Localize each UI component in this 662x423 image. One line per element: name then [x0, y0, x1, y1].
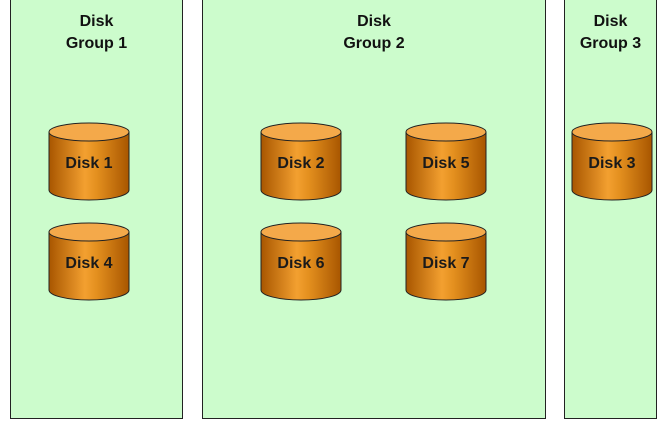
group-title: Disk Group 3 — [565, 11, 656, 55]
disk-cylinder-icon: Disk 7 — [405, 222, 487, 302]
disk-label: Disk 1 — [65, 155, 113, 172]
disk-cylinder-icon: Disk 1 — [48, 122, 130, 202]
group-title-line2: Group 1 — [65, 35, 128, 52]
disk-group-2: Disk Group 2 — [202, 0, 546, 419]
disk-label: Disk 5 — [422, 155, 470, 172]
disk-cylinder-icon: Disk 5 — [405, 122, 487, 202]
disk-label: Disk 6 — [277, 255, 325, 272]
disk-label: Disk 4 — [65, 255, 113, 272]
disk-cylinder-icon: Disk 2 — [260, 122, 342, 202]
group-title-line2: Group 2 — [343, 35, 405, 52]
disk-label: Disk 3 — [588, 155, 636, 172]
disk-label: Disk 7 — [422, 255, 470, 272]
group-title-line1: Disk — [79, 13, 114, 30]
group-title: Disk Group 1 — [11, 11, 182, 55]
disk-group-3: Disk Group 3 — [564, 0, 657, 419]
group-title-line1: Disk — [357, 13, 391, 30]
disk-cylinder-icon: Disk 6 — [260, 222, 342, 302]
disk-group-1: Disk Group 1 — [10, 0, 183, 419]
disk-label: Disk 2 — [277, 155, 325, 172]
group-title-line2: Group 3 — [579, 35, 642, 52]
disk-cylinder-icon: Disk 3 — [571, 122, 653, 202]
group-title-line1: Disk — [593, 13, 628, 30]
disk-cylinder-icon: Disk 4 — [48, 222, 130, 302]
group-title: Disk Group 2 — [203, 11, 545, 55]
